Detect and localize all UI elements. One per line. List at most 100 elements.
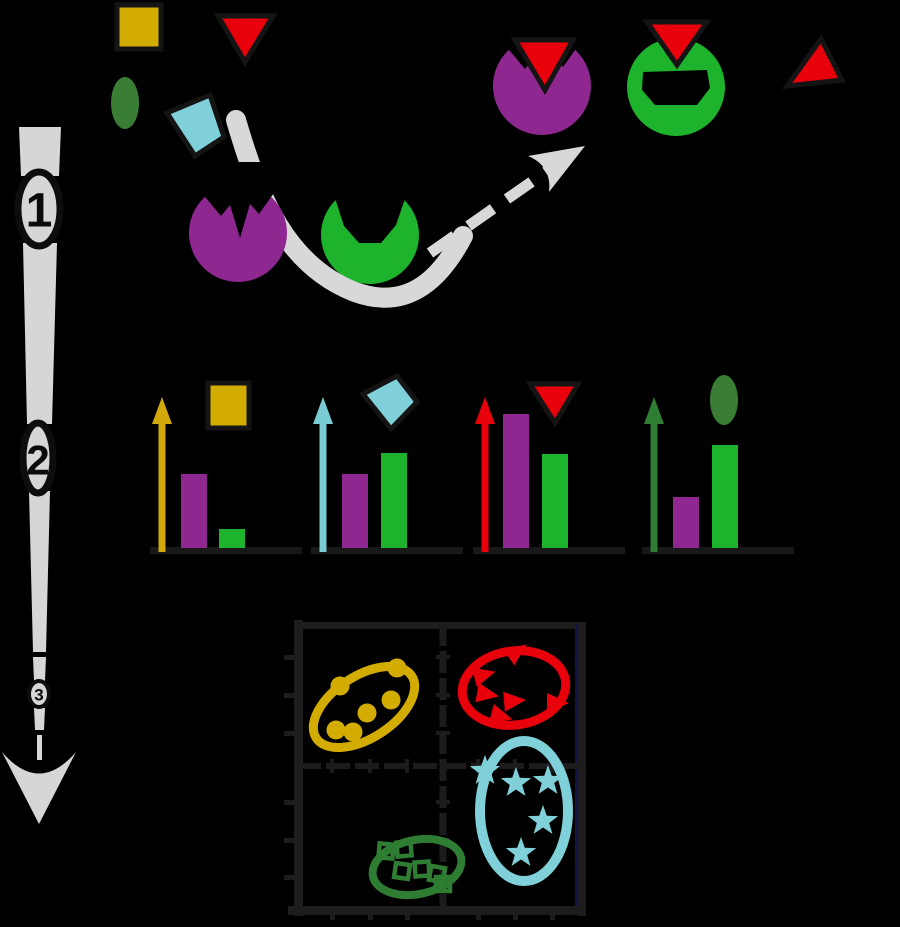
plot-bottom-axis: [288, 906, 586, 915]
process-arrowhead: [2, 752, 76, 824]
x-axis-tick: [330, 906, 335, 920]
free-analytes: [111, 2, 278, 160]
star-cluster-ellipse: [475, 736, 573, 886]
response-arrowhead: [313, 397, 333, 424]
scatter-point-triangle: [502, 644, 527, 666]
step-1-circle: [14, 168, 64, 250]
bar-baseline: [642, 547, 794, 554]
x-axis-tick: [550, 906, 555, 920]
green-receptor-bar: [712, 445, 738, 548]
scatter-point-square: [433, 874, 453, 894]
step-2-number: 2: [26, 437, 49, 484]
scatter-point-triangle: [503, 691, 526, 712]
bar-group-ellipse: [642, 375, 794, 554]
diamond-analyte: [163, 91, 227, 160]
purple-receptor-bar: [181, 474, 207, 548]
step-2-badge: 2: [19, 419, 57, 497]
purple-receptor-triangle-complex: [493, 15, 591, 135]
scatter-point-triangle: [471, 667, 496, 687]
scatter-point-triangle: [475, 682, 499, 703]
center-line-tick: [513, 759, 517, 773]
scatter-point-circle: [387, 658, 407, 678]
step-1-number: 1: [26, 185, 53, 238]
green-receptor-bar: [542, 454, 568, 548]
y-axis-tick: [284, 655, 296, 660]
free-triangle-analyte: [781, 34, 846, 90]
scatter-plot: [284, 620, 586, 920]
receptor-binding-scene: [189, 110, 585, 308]
process-arrow-segment: [19, 127, 61, 176]
scatter-point-square: [412, 859, 432, 879]
response-arrowhead: [644, 397, 664, 424]
process-arrow-segment: [23, 243, 57, 424]
y-axis-tick: [284, 875, 296, 880]
purple-receptor-bar: [673, 497, 699, 548]
y-axis-tick: [284, 731, 296, 736]
y-axis-tick: [284, 800, 296, 805]
x-axis-tick: [405, 906, 410, 920]
scatter-point-square: [375, 840, 397, 862]
scatter-point-square: [391, 860, 413, 882]
process-arrow-segment: [37, 735, 42, 760]
bound-triangle-analyte: [510, 37, 578, 95]
square-analyte: [114, 2, 164, 52]
dashed-arrowhead: [528, 146, 585, 192]
purple-receptor-bar: [503, 414, 529, 548]
response-arrowhead: [152, 397, 172, 424]
dashed-arrow-shaft: [426, 166, 551, 258]
scatter-point-circle: [343, 722, 363, 742]
bar-group-triangle: [473, 381, 625, 554]
green-receptor-bar: [219, 529, 245, 548]
green-receptor-triangle-complex: [627, 19, 725, 136]
bar-baseline: [311, 547, 463, 554]
x-axis-tick: [513, 906, 518, 920]
green-receptor-bar: [381, 453, 407, 548]
process-arrow-segment: [34, 708, 45, 730]
scatter-point-star: [505, 837, 537, 866]
step-3-circle: [27, 679, 51, 709]
hex-receptor-notch: [333, 162, 408, 243]
diamond-analyte-icon: [359, 372, 421, 433]
scatter-point-star: [500, 767, 532, 796]
triangle-analyte-icon: [525, 381, 583, 428]
scatter-point-circle: [330, 676, 350, 696]
circle-cluster: [308, 658, 420, 752]
scatter-point-star: [532, 765, 564, 794]
ellipse-analyte: [111, 77, 139, 129]
square-analyte-icon: [205, 380, 252, 431]
green-complex-hex-cavity: [642, 70, 710, 105]
center-line-tick: [436, 731, 450, 735]
scatter-point-circle: [357, 703, 377, 723]
step-3-number: 3: [34, 686, 43, 705]
scatter-point-star: [469, 755, 501, 784]
response-bar-charts: [150, 372, 794, 554]
step-2-circle: [19, 419, 57, 497]
process-arrow-segment: [33, 657, 46, 681]
bar-group-diamond: [311, 372, 463, 554]
y-axis-tick: [284, 838, 296, 843]
process-arrow-segment: [29, 491, 50, 652]
scatter-clusters: [308, 644, 573, 900]
center-line-tick: [368, 759, 372, 773]
bar-group-square: [150, 380, 302, 554]
response-arrowhead: [475, 397, 495, 424]
step-1-badge: 1: [14, 168, 64, 250]
scatter-point-square: [393, 838, 415, 860]
bound-complexes: [493, 15, 846, 136]
scatter-point-circle: [381, 690, 401, 710]
step-3-badge: 3: [27, 679, 51, 709]
center-line-tick: [436, 800, 450, 804]
purple-receptor-bar: [342, 474, 368, 548]
triangle-cluster: [457, 644, 571, 730]
hex-notch-receptor: [321, 162, 419, 284]
star-notch-receptor: [189, 162, 287, 282]
x-axis-tick: [476, 906, 481, 920]
star-cluster: [469, 736, 573, 886]
square-cluster: [368, 834, 466, 900]
bar-baseline: [150, 547, 302, 554]
center-line-tick: [330, 759, 334, 773]
x-axis-tick: [368, 906, 373, 920]
center-line-tick: [436, 693, 450, 697]
